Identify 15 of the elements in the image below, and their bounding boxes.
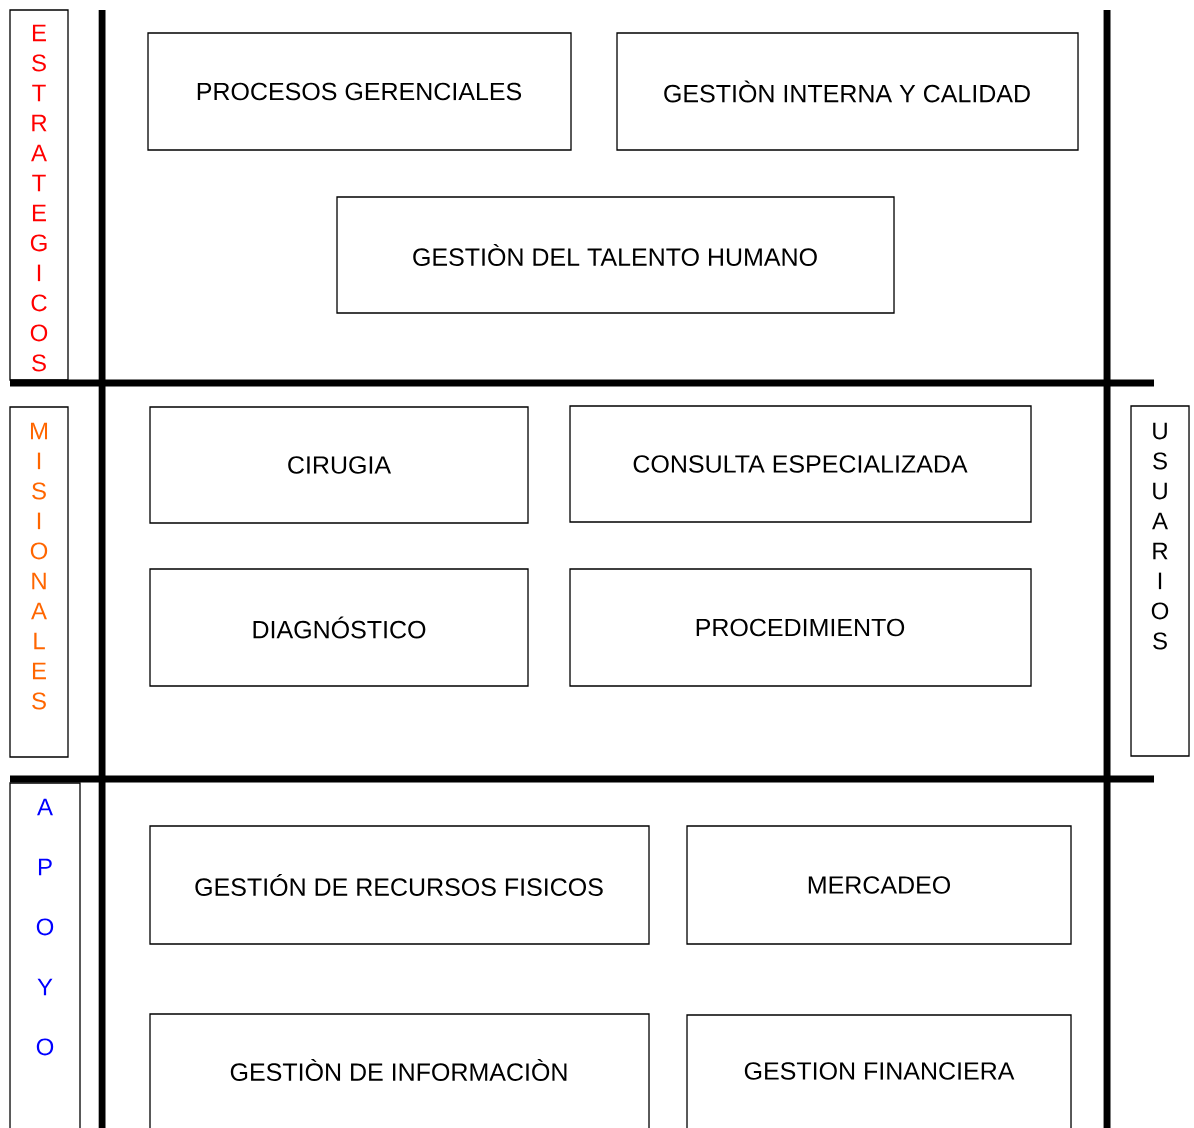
category-band: USUARIOS [1130, 405, 1190, 757]
category-band: APOYO [9, 782, 81, 1128]
process-box: PROCESOS GERENCIALES [147, 32, 572, 151]
process-box: CONSULTA ESPECIALIZADA [569, 405, 1032, 523]
process-box: CIRUGIA [149, 406, 529, 524]
category-band: ESTRATEGICOS [9, 9, 69, 381]
process-box: GESTIÓN DE RECURSOS FISICOS [149, 825, 650, 945]
process-box: GESTIÒN DEL TALENTO HUMANO [336, 196, 895, 314]
process-box: GESTION FINANCIERA [686, 1014, 1072, 1128]
process-box: PROCEDIMIENTO [569, 568, 1032, 687]
process-box: DIAGNÓSTICO [149, 568, 529, 687]
process-box: MERCADEO [686, 825, 1072, 945]
process-box: GESTIÒN INTERNA Y CALIDAD [616, 32, 1079, 151]
category-band: MISIONALES [9, 406, 69, 758]
process-box: GESTIÒN DE INFORMACIÒN [149, 1013, 650, 1128]
